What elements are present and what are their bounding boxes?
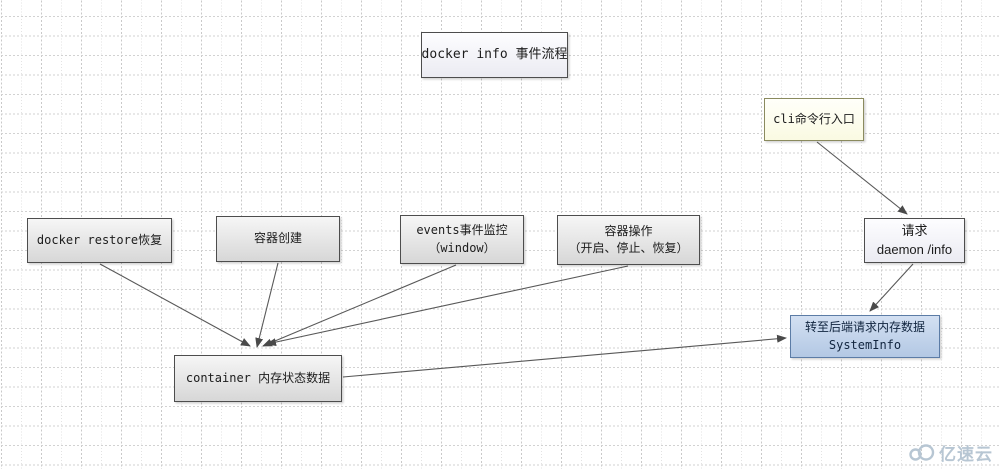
node-request-daemon-label-line2: daemon /info (876, 241, 953, 257)
node-title-label: docker info 事件流程 (421, 46, 568, 62)
arrow-container-create-to-container-mem (255, 262, 279, 348)
node-events-monitor-label-line1: events事件监控 (416, 223, 508, 238)
node-request-daemon-label-line1: 请求 (901, 222, 928, 238)
watermark: 亿速云 (908, 440, 993, 465)
arrow-request-daemon-to-system-info (869, 263, 914, 312)
arrow-container-mem-to-system-info (342, 334, 787, 378)
cloud-logo-icon (909, 444, 935, 461)
node-cli-entry-label: cli命令行入口 (773, 111, 855, 126)
node-container-create-label: 容器创建 (253, 231, 302, 246)
node-docker-restore-label: docker restore恢复 (36, 232, 163, 247)
watermark-brand: 亿速云 (939, 445, 993, 464)
node-container-mem-label: container 内存状态数据 (185, 370, 331, 385)
node-request-daemon: 请求 daemon /info (864, 218, 965, 263)
node-container-mem: container 内存状态数据 (174, 355, 342, 402)
node-events-monitor-label-line2: （window） (428, 240, 496, 255)
node-title: docker info 事件流程 (421, 32, 568, 78)
node-container-ops-label-line1: 容器操作 (604, 223, 653, 238)
node-events-monitor: events事件监控 （window） (400, 215, 524, 264)
arrow-cli-entry-to-request-daemon (816, 141, 908, 215)
arrow-docker-restore-to-container-mem (99, 263, 251, 347)
node-docker-restore: docker restore恢复 (27, 218, 172, 263)
node-container-ops: 容器操作 （开启、停止、恢复） (557, 215, 700, 265)
node-system-info-label-line1: 转至后端请求内存数据 (804, 320, 925, 335)
arrow-container-ops-to-container-mem (266, 265, 629, 347)
node-system-info-label-line2: SystemInfo (828, 337, 902, 352)
arrow-events-monitor-to-container-mem (262, 264, 457, 347)
node-container-ops-label-line2: （开启、停止、恢复） (568, 241, 689, 255)
node-cli-entry: cli命令行入口 (764, 98, 864, 141)
node-system-info: 转至后端请求内存数据 SystemInfo (790, 315, 940, 358)
node-container-create: 容器创建 (216, 216, 340, 262)
